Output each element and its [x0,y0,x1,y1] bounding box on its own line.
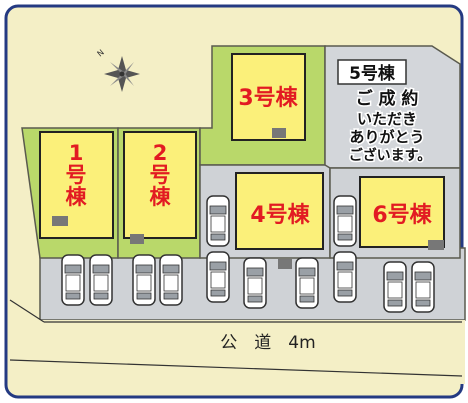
public-road [10,300,465,384]
car-icon [383,261,407,313]
road-label: 公 道 4m [220,333,315,353]
lot-2-building [123,131,197,239]
lot-4-building [235,172,324,250]
sold-notice-label-box [337,59,407,85]
parking-cars [61,195,435,313]
car-icon [411,261,435,313]
compass-star-icon [104,56,140,92]
car-icon [159,254,183,306]
sold-notice-line4: ございます。 [349,147,432,164]
lot-6-building [359,176,445,248]
car-icon [206,195,230,247]
car-icon [89,254,113,306]
lot-6-label: 6号棟 [372,202,432,228]
car-icon [333,195,357,247]
meter-box-icon [52,128,444,269]
sold-notice-line3: ありがとう [349,128,424,146]
car-icon [61,254,85,306]
lot-4-label: 4号棟 [250,202,310,228]
car-icon [333,251,357,303]
car-icon [206,251,230,303]
lot-3-label: 3号棟 [238,85,298,111]
compass-north-label: N [96,48,106,59]
road-edge-line-bottom [9,359,463,377]
car-icon [295,257,319,309]
road-edge-line [9,299,45,323]
lot-3-building [231,53,306,141]
car-icon [132,254,156,306]
car-icon [243,257,267,309]
sold-notice-line1: ご 成 約 [356,88,419,109]
sold-notice-line2: いただき [357,110,417,128]
sold-notice-lot-label: 5号棟 [349,63,396,84]
